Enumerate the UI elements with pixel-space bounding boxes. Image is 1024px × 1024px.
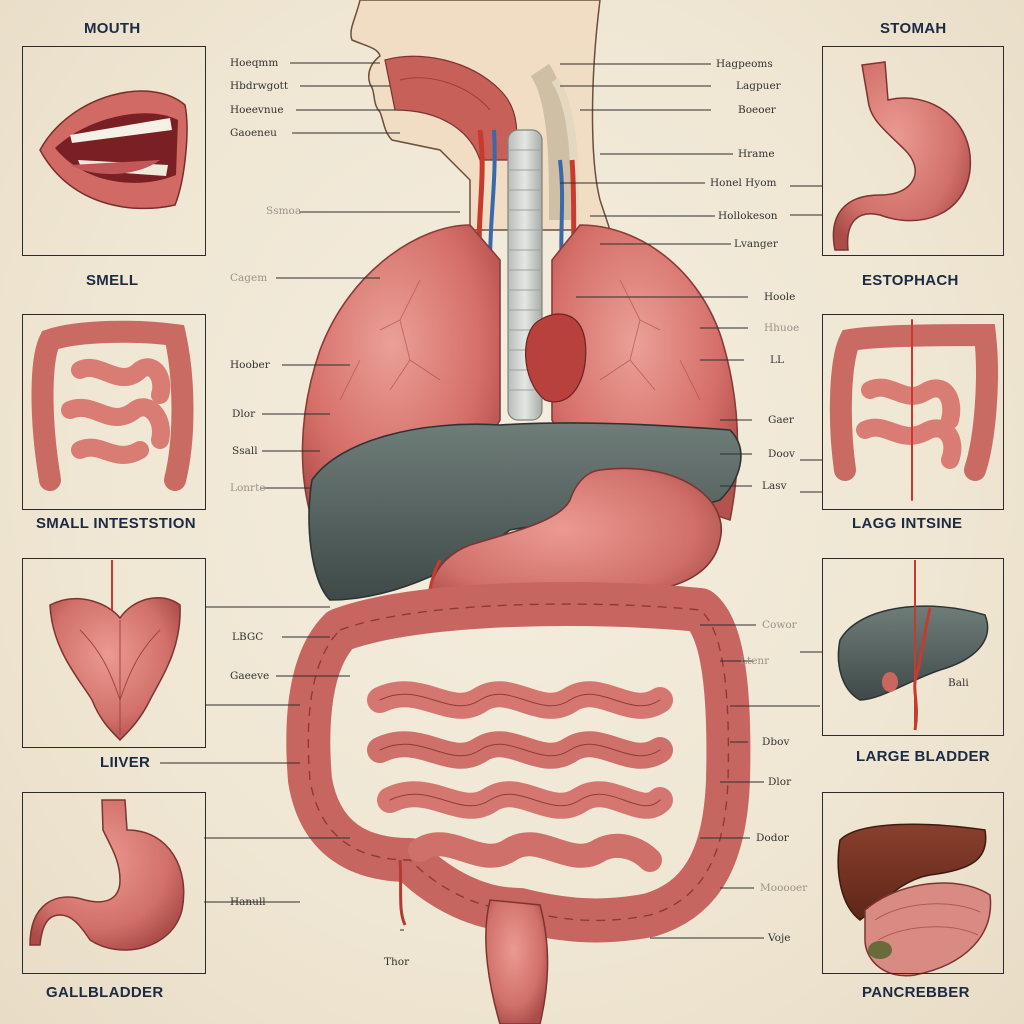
title-small-intestine: SMALL INTESTSTION <box>36 515 196 532</box>
title-smell: SMELL <box>86 272 139 289</box>
label-right-mid-2: Hhuoe <box>764 322 800 334</box>
label-left-bottom: Hanull <box>230 896 266 908</box>
label-left-top-3: Hoeevnue <box>230 104 284 116</box>
label-left-mid-1: Hoober <box>230 359 270 371</box>
pancreas-illustration <box>837 823 992 977</box>
label-right-low-2: Ltenr <box>740 655 770 667</box>
panel-small-intestine <box>22 314 206 510</box>
label-right-mid-5: Doov <box>768 448 795 460</box>
label-right-low-1: Cowor <box>762 619 797 631</box>
label-right-mid-4: Gaer <box>768 414 794 426</box>
label-right-mid-6: Lasv <box>762 480 787 492</box>
label-left-low-2: Gaeeve <box>230 670 270 682</box>
label-right-low-3: Bali <box>948 677 969 689</box>
label-right-low-5: Dlor <box>768 776 792 788</box>
label-right-top-1: Hagpeoms <box>716 58 773 70</box>
label-left-top-2: Hbdrwgott <box>230 80 289 92</box>
large-bladder-illustration <box>837 560 989 731</box>
title-large-bladder: LARGE BLADDER <box>856 748 990 765</box>
label-right-mid-1: Hoole <box>764 291 796 303</box>
label-right-top-7: Lvanger <box>734 238 778 250</box>
panel-gallbladder <box>22 792 206 974</box>
title-estophach: ESTOPHACH <box>862 272 959 289</box>
label-right-low-4: Dbov <box>762 736 790 748</box>
small-intestine <box>367 681 673 872</box>
gallbladder-illustration <box>29 799 185 951</box>
panel-mouth <box>22 46 206 256</box>
title-large-intestine: LAGG INTSINE <box>852 515 963 532</box>
label-right-top-5: Honel Hyom <box>710 177 777 189</box>
title-stomach: STOMAH <box>880 20 947 37</box>
panel-pancreas <box>822 792 1004 974</box>
label-left-faint-2: Cagem <box>230 272 268 284</box>
label-right-low-8: Voje <box>768 932 791 944</box>
label-bottom-center: Thor <box>384 956 410 968</box>
label-left-top-4: Gaoeneu <box>230 127 277 139</box>
label-left-mid-3: Ssall <box>232 445 258 457</box>
mouth-illustration <box>39 90 188 210</box>
label-left-faint-3: Lonrte <box>230 482 266 494</box>
leader-lines <box>160 62 822 939</box>
label-right-top-2: Lagpuer <box>736 80 781 92</box>
panel-stomach <box>822 46 1004 256</box>
large-intestine-illustration <box>829 319 998 501</box>
label-left-top-1: Hoeqmm <box>230 57 279 69</box>
heart <box>524 313 587 403</box>
label-left-mid-2: Dlor <box>232 408 256 420</box>
title-mouth: MOUTH <box>84 20 141 37</box>
label-right-low-6: Dodor <box>756 832 789 844</box>
label-left-low-1: LBGC <box>232 631 264 643</box>
rectum <box>485 899 549 1024</box>
title-liver: LIIVER <box>100 754 151 771</box>
label-right-top-4: Hrame <box>738 148 775 160</box>
label-right-mid-3: LL <box>770 354 784 366</box>
panel-large-intestine <box>822 314 1004 510</box>
liver <box>308 422 742 601</box>
panel-large-bladder <box>822 558 1004 736</box>
panel-liver <box>22 558 206 748</box>
title-pancreas: PANCREBBER <box>862 984 970 1001</box>
label-left-faint-1: Ssmoa <box>266 205 302 217</box>
stomach-illustration <box>832 61 972 251</box>
label-right-top-6: Hollokeson <box>718 210 778 222</box>
small-intestine-illustration <box>31 320 194 491</box>
large-intestine <box>286 582 751 943</box>
title-gallbladder: GALLBLADDER <box>46 984 164 1001</box>
label-right-top-3: Boeoer <box>738 104 776 116</box>
label-right-low-7: Mooooer <box>760 882 808 894</box>
liver-illustration <box>49 560 181 742</box>
